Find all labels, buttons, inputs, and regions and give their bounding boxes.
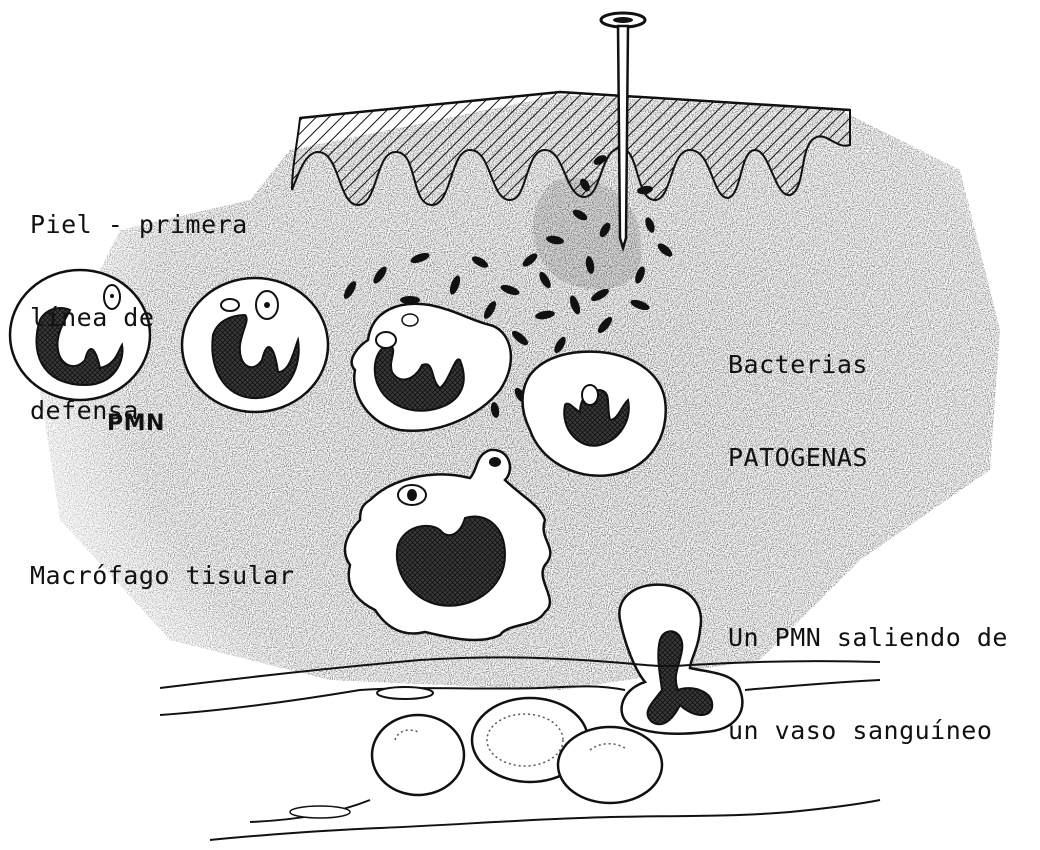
pmn-vessel-label-line-2: un vaso sanguíneo (728, 715, 1008, 746)
bacteria-label-line-2: PATOGENAS (728, 442, 868, 473)
pmn-vessel-label: Un PMN saliendo de un vaso sanguíneo (728, 560, 1008, 777)
macrophage-label: Macrófago tisular (30, 560, 294, 591)
skin-label-line-1: Piel - primera (30, 209, 248, 240)
skin-label-line-2: línea de (30, 302, 248, 333)
pmn-label: PMN (107, 408, 165, 439)
bacteria-label: Bacterias PATOGENAS (728, 287, 868, 504)
pmn-vessel-label-line-1: Un PMN saliendo de (728, 622, 1008, 653)
red-blood-cell (372, 715, 464, 795)
bacteria-label-line-1: Bacterias (728, 349, 868, 380)
red-blood-cell (558, 727, 662, 803)
